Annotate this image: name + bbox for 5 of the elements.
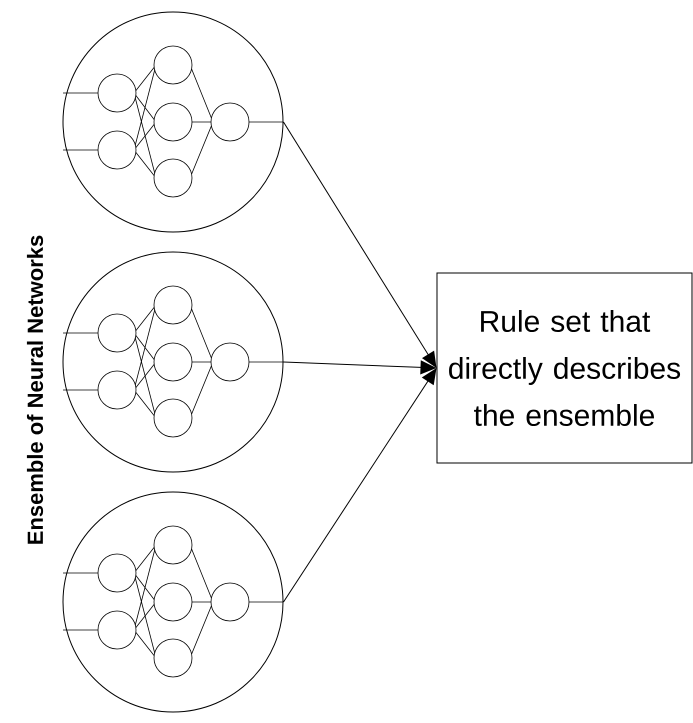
network-circle xyxy=(62,252,284,472)
text-box: Rule set that directly describes the ensemble xyxy=(436,272,692,464)
rotated-label: Ensemble of Neural Networks xyxy=(26,236,44,544)
network-circle xyxy=(62,492,284,712)
network-circle xyxy=(62,12,284,232)
